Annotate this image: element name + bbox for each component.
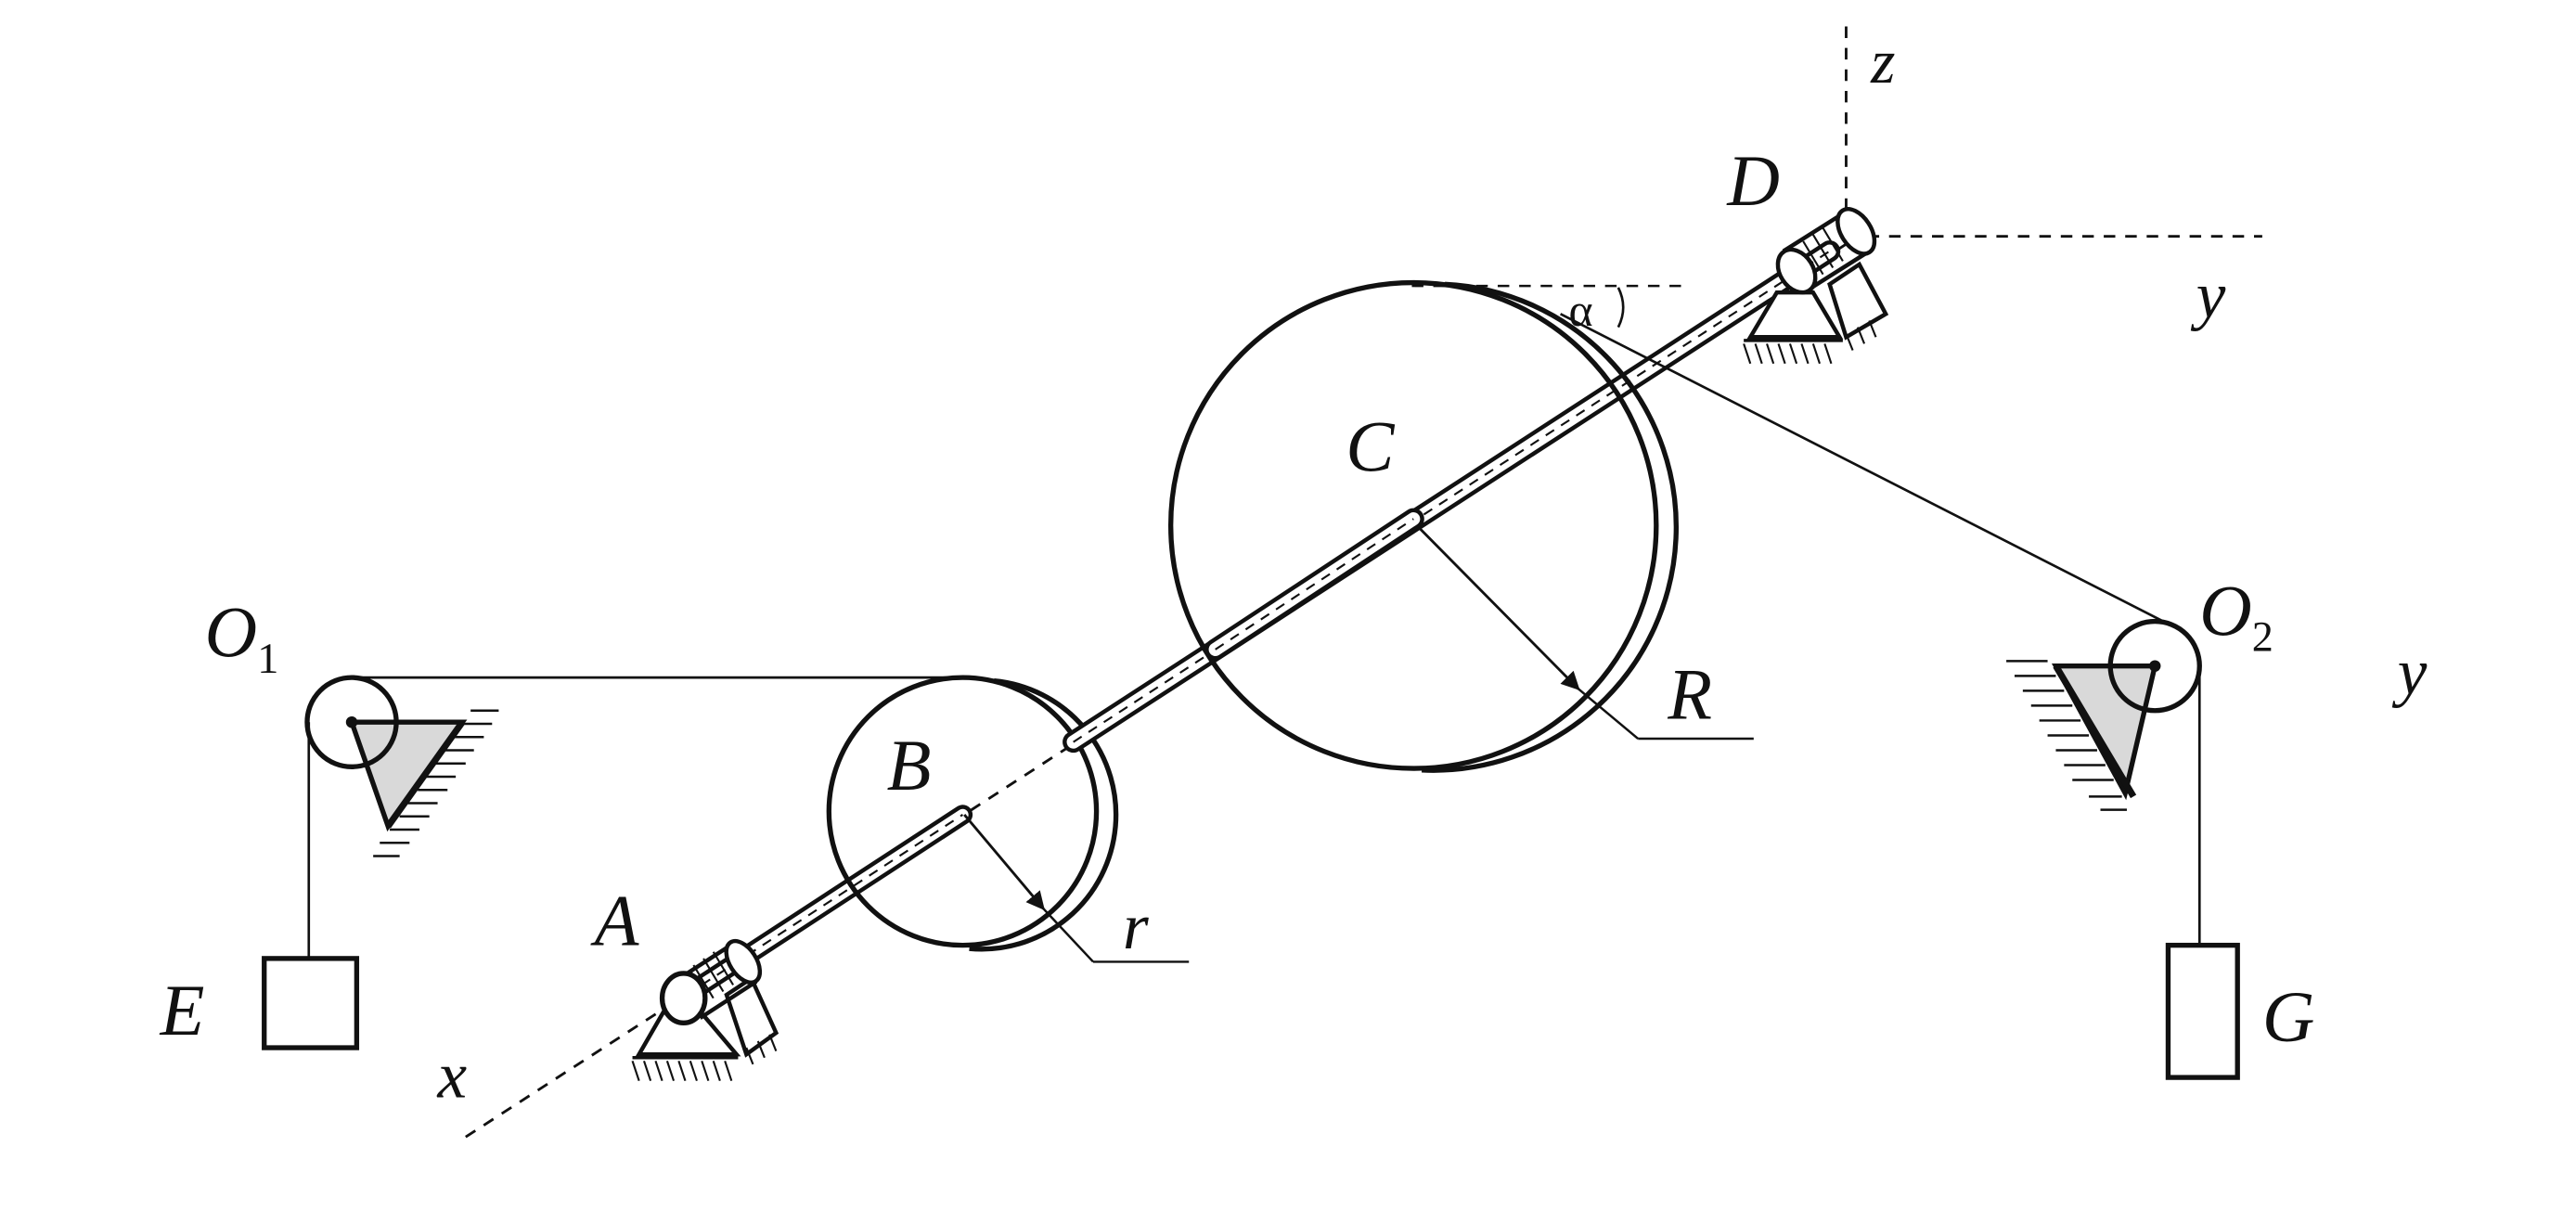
shaft-bd <box>1063 240 1841 754</box>
shaft-inner-c <box>1204 508 1424 661</box>
label-c: C <box>1346 406 1395 487</box>
wheel-c <box>1167 279 1680 773</box>
radius-r-leader <box>1042 908 1094 963</box>
weight-e <box>262 956 360 1050</box>
radius-R-leader <box>1578 688 1640 740</box>
label-y-top: y <box>2191 260 2226 332</box>
label-y-right: y <box>2392 637 2428 709</box>
radius-R-arrow <box>1415 524 1580 691</box>
label-b: B <box>887 725 932 805</box>
weight-g <box>2165 942 2240 1080</box>
label-big-r: R <box>1667 654 1712 735</box>
label-a: A <box>590 881 640 961</box>
label-o2-sub: 2 <box>2252 614 2273 662</box>
label-z: z <box>1870 27 1895 97</box>
label-small-r: r <box>1123 891 1149 963</box>
label-o2-main: O <box>2199 570 2252 651</box>
label-o1-sub: 1 <box>257 636 278 683</box>
label-x: x <box>437 1039 468 1112</box>
wheel-b <box>826 675 1119 952</box>
pulley-o2 <box>2006 618 2202 811</box>
bearing-d <box>1743 207 1889 365</box>
label-o1: O1 <box>205 591 279 683</box>
cord-c-o2 <box>1560 313 2170 626</box>
alpha-arc <box>1616 287 1625 329</box>
label-o1-main: O <box>205 591 258 672</box>
label-e: E <box>160 970 205 1050</box>
label-d: D <box>1726 140 1780 221</box>
label-g: G <box>2262 976 2315 1057</box>
bearing-a <box>631 938 779 1081</box>
radius-r-arrow <box>963 814 1045 910</box>
label-alpha: α <box>1569 285 1593 336</box>
label-o2: O2 <box>2199 570 2273 662</box>
pulley-o1 <box>304 675 499 857</box>
